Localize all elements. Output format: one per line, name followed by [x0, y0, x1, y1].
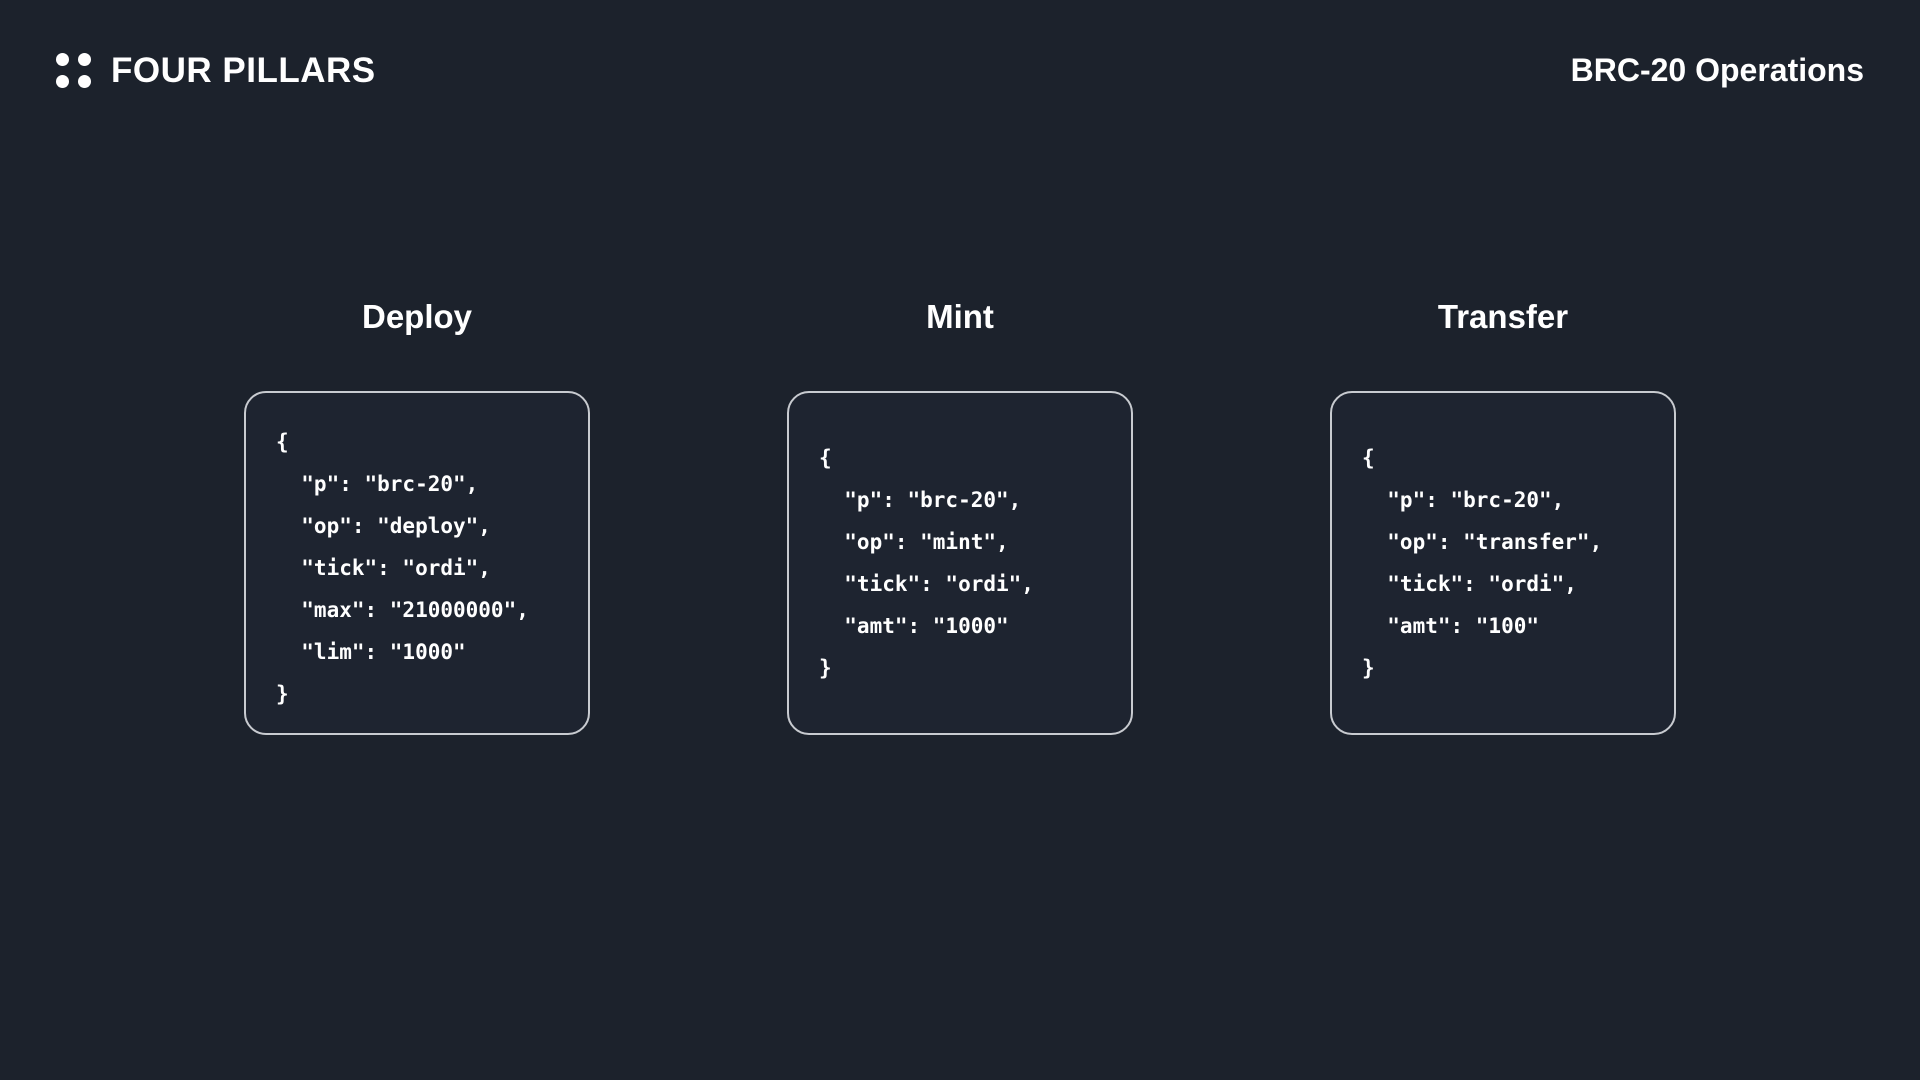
json-code: { "p": "brc-20", "op": "transfer", "tick…	[1362, 446, 1603, 680]
slide-header: FOUR PILLARS BRC-20 Operations	[0, 0, 1920, 140]
logo-dot	[78, 74, 91, 88]
operation-card-transfer: Transfer { "p": "brc-20", "op": "transfe…	[1330, 300, 1676, 735]
page-title: BRC-20 Operations	[1570, 52, 1864, 88]
operation-card-mint: Mint { "p": "brc-20", "op": "mint", "tic…	[787, 300, 1133, 735]
operations-card-row: Deploy { "p": "brc-20", "op": "deploy", …	[244, 300, 1676, 735]
json-code: { "p": "brc-20", "op": "mint", "tick": "…	[819, 446, 1034, 680]
json-code-box: { "p": "brc-20", "op": "mint", "tick": "…	[787, 391, 1133, 735]
operation-card-deploy: Deploy { "p": "brc-20", "op": "deploy", …	[244, 300, 590, 735]
brand-name: FOUR PILLARS	[111, 50, 376, 90]
json-code-box: { "p": "brc-20", "op": "deploy", "tick":…	[244, 391, 590, 735]
json-code: { "p": "brc-20", "op": "deploy", "tick":…	[276, 430, 529, 706]
card-title: Transfer	[1437, 298, 1569, 335]
logo-dot	[56, 52, 69, 66]
four-dots-grid-icon	[56, 52, 91, 88]
logo-dot	[56, 74, 69, 88]
card-title: Mint	[926, 298, 994, 335]
json-code-box: { "p": "brc-20", "op": "transfer", "tick…	[1330, 391, 1676, 735]
brand: FOUR PILLARS	[56, 50, 376, 90]
card-title: Deploy	[361, 298, 473, 335]
logo-dot	[78, 52, 91, 66]
